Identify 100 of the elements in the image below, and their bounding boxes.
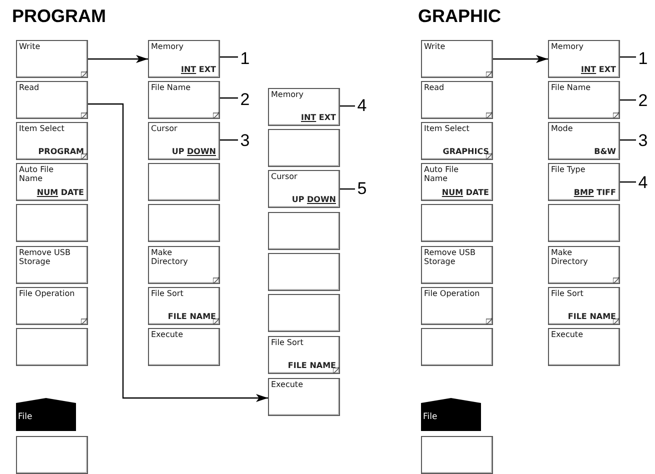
key-label: Execute xyxy=(271,380,304,389)
section-heading: PROGRAM xyxy=(12,6,106,26)
key-label: Item Select xyxy=(424,124,470,133)
softkey xyxy=(16,328,88,366)
softkey xyxy=(16,287,88,325)
softkey xyxy=(421,81,493,119)
leader-line xyxy=(220,139,238,141)
softkey xyxy=(421,40,493,78)
key-label: Cursor xyxy=(151,124,178,133)
softkey xyxy=(421,204,493,242)
key-label: Execute xyxy=(151,330,184,339)
callout-number: 3 xyxy=(636,131,650,151)
softkey xyxy=(148,287,220,325)
key-label: Read xyxy=(424,83,446,92)
key-label: Write xyxy=(424,42,446,51)
leader-line xyxy=(220,56,238,58)
softkey xyxy=(548,122,620,160)
option-label: UP DOWN xyxy=(172,147,216,157)
softkey xyxy=(548,81,620,119)
option-label: INT EXT xyxy=(180,65,216,75)
callout-number: 3 xyxy=(238,131,252,151)
arrow xyxy=(493,55,548,63)
key-label: File Name xyxy=(551,83,592,92)
section-heading: GRAPHIC xyxy=(418,6,502,26)
softkey xyxy=(148,40,220,78)
softkey xyxy=(421,163,493,201)
option-label: INT EXT xyxy=(300,113,336,123)
softkey xyxy=(16,81,88,119)
key-label: File Operation xyxy=(424,289,480,298)
tab-label: File xyxy=(18,412,32,422)
arrow xyxy=(88,55,148,63)
key-label: File Operation xyxy=(19,289,75,298)
softkey xyxy=(148,328,220,366)
softkey xyxy=(148,204,220,242)
softkey xyxy=(16,40,88,78)
softkey xyxy=(548,40,620,78)
option-label: FILE NAME xyxy=(568,312,616,322)
softkey xyxy=(548,204,620,242)
key-label: Auto File Name xyxy=(19,165,55,183)
option-label: B&W xyxy=(594,147,616,157)
leader-line xyxy=(620,56,636,58)
key-label: File Sort xyxy=(271,338,304,347)
softkey xyxy=(421,122,493,160)
key-label: Item Select xyxy=(19,124,66,133)
option-label: PROGRAM xyxy=(38,147,84,157)
key-label: Memory xyxy=(151,42,185,51)
softkey xyxy=(268,253,340,291)
key-label: Memory xyxy=(551,42,585,51)
callout-number: 4 xyxy=(636,173,650,193)
key-label: File Name xyxy=(151,83,192,92)
key-label: Read xyxy=(19,83,40,92)
tab-label: File xyxy=(423,412,438,422)
leader-line xyxy=(340,105,355,107)
key-label: Make Directory xyxy=(151,248,189,266)
softkey xyxy=(421,246,493,284)
key-label: File Sort xyxy=(151,289,184,298)
softkey xyxy=(268,88,340,126)
key-label: Remove USB Storage xyxy=(424,248,476,266)
leader-line xyxy=(620,181,636,183)
softkey xyxy=(548,246,620,284)
leader-line xyxy=(340,188,355,190)
softkey xyxy=(148,81,220,119)
callout-number: 5 xyxy=(355,179,369,199)
softkey xyxy=(16,436,88,474)
softkey xyxy=(268,129,340,167)
key-label: Make Directory xyxy=(551,248,589,266)
callout-number: 2 xyxy=(238,90,252,110)
softkey xyxy=(16,204,88,242)
key-label: Mode xyxy=(551,124,574,133)
softkey xyxy=(548,328,620,366)
softkey xyxy=(268,378,340,416)
option-label: INT EXT xyxy=(580,65,616,75)
option-label: FILE NAME xyxy=(168,312,216,322)
callout-number: 1 xyxy=(636,49,650,69)
option-label: GRAPHICS xyxy=(442,147,489,157)
softkey xyxy=(148,246,220,284)
softkey xyxy=(268,294,340,332)
softkey xyxy=(548,287,620,325)
leader-line xyxy=(620,139,636,141)
key-label: Write xyxy=(19,42,42,51)
option-label: FILE NAME xyxy=(288,361,336,371)
softkey xyxy=(148,122,220,160)
softkey xyxy=(548,163,620,201)
callout-number: 1 xyxy=(238,49,252,69)
option-label: NUM DATE xyxy=(442,188,489,198)
softkey xyxy=(148,163,220,201)
menu-tab xyxy=(421,398,481,431)
callout-number: 4 xyxy=(355,96,369,116)
key-label: Cursor xyxy=(271,172,298,181)
option-label: NUM DATE xyxy=(36,188,84,198)
key-label: File Sort xyxy=(551,289,584,298)
softkey xyxy=(16,246,88,284)
softkey xyxy=(421,436,493,474)
option-label: BMP TIFF xyxy=(574,188,616,198)
key-label: Memory xyxy=(271,90,305,99)
menu-tab xyxy=(16,398,76,431)
softkey xyxy=(16,163,88,201)
leader-line xyxy=(620,99,636,101)
key-label: Remove USB Storage xyxy=(19,248,72,266)
option-label: UP DOWN xyxy=(292,195,336,205)
